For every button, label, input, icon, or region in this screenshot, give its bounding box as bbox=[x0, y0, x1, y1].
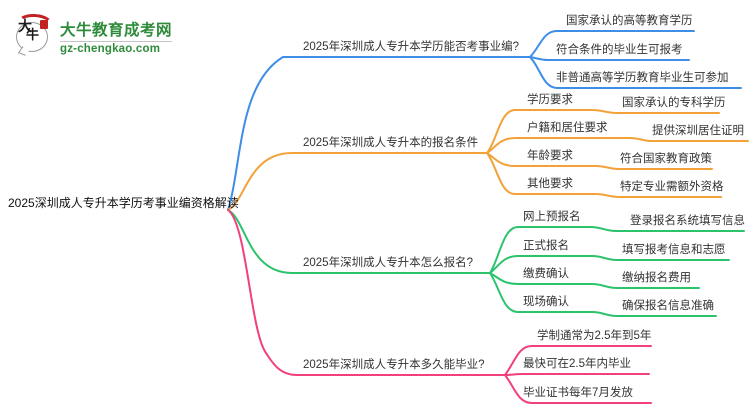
branch1-child2-line bbox=[529, 56, 690, 61]
branch1-child3-line bbox=[529, 56, 742, 89]
logo-seal-icon bbox=[40, 20, 48, 29]
logo-char-da: 大 bbox=[18, 19, 32, 35]
branch2-child4-label: 其他要求 bbox=[527, 178, 573, 190]
branch4-child3-line bbox=[504, 374, 652, 404]
branch1-child1-label: 国家承认的高等教育学历 bbox=[566, 15, 693, 27]
branch3-child3-value: 缴纳报名费用 bbox=[622, 272, 691, 284]
branch2-child3-value: 符合国家教育政策 bbox=[620, 153, 712, 165]
branch4-child2-label: 最快可在2.5年内毕业 bbox=[523, 358, 631, 370]
branch1-trunk-line bbox=[227, 56, 531, 211]
site-logo[interactable]: 大 牛 大牛教育成考网 gz-chengkao.com bbox=[14, 12, 173, 58]
branch3-row3-line bbox=[489, 272, 700, 289]
branch1-child3-label: 非普通高等学历教育毕业生可参加 bbox=[556, 72, 729, 84]
branch3-row2-line bbox=[489, 255, 730, 274]
branch2-child1-value: 国家承认的专科学历 bbox=[622, 97, 726, 109]
branch4-child1-label: 学制通常为2.5年到5年 bbox=[537, 330, 652, 342]
branch3-trunk-line bbox=[227, 209, 491, 274]
logo-bubble-tail bbox=[17, 46, 31, 56]
branch2-trunk-line bbox=[227, 152, 488, 211]
branch2-title: 2025年深圳成人专升本的报名条件 bbox=[303, 137, 479, 149]
branch3-child4-value: 确保报名信息准确 bbox=[622, 300, 714, 312]
branch4-child1-line bbox=[504, 345, 652, 376]
branch1-title: 2025年深圳成人专升本学历能否考事业编? bbox=[303, 41, 519, 53]
branch3-title: 2025年深圳成人专升本怎么报名? bbox=[303, 257, 473, 269]
branch3-row4-line bbox=[489, 272, 717, 317]
branch4-trunk-line bbox=[227, 209, 506, 376]
branch2-row1-line bbox=[486, 109, 720, 154]
logo-site-name: 大牛教育成考网 bbox=[60, 18, 173, 42]
branch2-row3-line bbox=[486, 152, 713, 170]
branch3-child1-value: 登录报名系统填写信息 bbox=[630, 215, 745, 227]
branch4-title: 2025年深圳成人专升本多久能毕业? bbox=[303, 359, 485, 371]
branch1-child2-label: 符合条件的毕业生可报考 bbox=[556, 44, 683, 56]
logo-bubble-icon: 大 牛 bbox=[14, 12, 54, 58]
branch3-child2-label: 正式报名 bbox=[523, 240, 569, 252]
branch3-child1-label: 网上预报名 bbox=[523, 211, 581, 223]
branch2-child1-label: 学历要求 bbox=[527, 94, 573, 106]
branch2-child3-label: 年龄要求 bbox=[527, 150, 573, 162]
branch4-child3-label: 毕业证书每年7月发放 bbox=[523, 387, 633, 399]
logo-site-domain: gz-chengkao.com bbox=[60, 42, 161, 55]
branch2-child2-label: 户籍和居住要求 bbox=[527, 122, 608, 134]
branch2-child4-value: 特定专业需额外资格 bbox=[620, 181, 724, 193]
branch1-child1-line bbox=[529, 30, 695, 58]
branch3-child3-label: 缴费确认 bbox=[523, 268, 569, 280]
logo-char-niu: 牛 bbox=[26, 28, 40, 43]
branch2-child2-value: 提供深圳居住证明 bbox=[652, 125, 744, 137]
branch2-row2-line bbox=[486, 137, 749, 154]
branch4-child2-line bbox=[504, 373, 650, 376]
logo-text-block: 大牛教育成考网 gz-chengkao.com bbox=[60, 18, 173, 55]
root-node-label: 2025深圳成人专升本学历考事业编资格解读 bbox=[8, 196, 239, 210]
branch3-child2-value: 填写报考信息和志愿 bbox=[622, 244, 726, 256]
branch2-row4-line bbox=[486, 152, 722, 198]
branch3-row1-line bbox=[489, 226, 745, 274]
branch3-child4-label: 现场确认 bbox=[523, 296, 569, 308]
